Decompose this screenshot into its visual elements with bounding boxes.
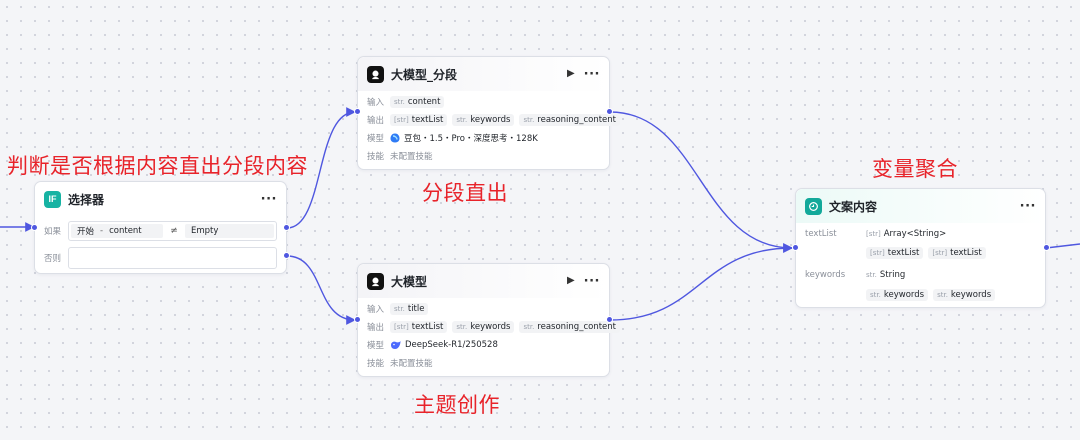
source-chip: str.keywords <box>866 288 929 301</box>
model-row: 模型 DeepSeek-R1/250528 <box>367 340 498 351</box>
output-chip: [str]textList <box>390 114 448 126</box>
output-row: 输出 [str]textList str.keywords str.reason… <box>367 318 620 336</box>
llm-segment-header[interactable]: 大模型_分段 ▶ ··· <box>358 57 609 91</box>
llm-node[interactable]: 大模型 ▶ ··· 输入 str.title 输出 [str]textList … <box>357 263 620 377</box>
input-chip: str.content <box>390 96 445 108</box>
selector-input-port[interactable] <box>31 224 38 231</box>
aggregator-header[interactable]: 文案内容 ··· <box>796 189 1045 223</box>
skill-row: 技能 未配置技能 <box>367 359 433 369</box>
group-sources-row: str.keywords str.keywords <box>805 285 1036 304</box>
llm-segment-input-port[interactable] <box>354 108 361 115</box>
output-chip: [str]textList <box>390 321 448 333</box>
segment-annotation: 分段直出 <box>422 181 508 205</box>
source-chip: str.keywords <box>933 288 996 301</box>
topic-annotation: 主题创作 <box>414 393 500 417</box>
model-row: 模型 豆包・1.5・Pro・深度思考・128K <box>367 133 538 144</box>
input-row: 输入 str.content <box>367 93 600 111</box>
else-label: 否则 <box>44 254 62 264</box>
deepseek-whale-icon <box>391 341 401 349</box>
more-options-icon[interactable]: ··· <box>583 66 600 82</box>
input-chip: str.title <box>390 303 429 315</box>
selector-annotation: 判断是否根据内容直出分段内容 <box>7 154 308 178</box>
doubao-icon <box>390 133 400 143</box>
node-title: 大模型_分段 <box>391 67 458 82</box>
selector-if-output-port[interactable] <box>283 224 290 231</box>
wire-outgoing <box>1045 243 1080 249</box>
wire-llm-to-aggregator <box>609 243 793 321</box>
llm-output-port[interactable] <box>606 316 613 323</box>
output-chip: str.reasoning_content <box>519 114 620 126</box>
output-row: 输出 [str]textList str.keywords str.reason… <box>367 111 620 129</box>
aggregate-icon <box>805 197 822 215</box>
selector-else-output-port[interactable] <box>283 252 290 259</box>
selector-node-header[interactable]: IF 选择器 ··· <box>35 182 286 216</box>
wire-else-to-llm <box>286 255 356 325</box>
aggregator-output-port[interactable] <box>1043 244 1050 251</box>
more-options-icon[interactable]: ··· <box>1019 198 1036 214</box>
if-label: 如果 <box>44 227 62 237</box>
condition-row[interactable]: 开始 - content ≠ Empty <box>68 221 277 241</box>
llm-icon <box>367 272 384 290</box>
node-title: 文案内容 <box>829 199 878 214</box>
run-icon[interactable]: ▶ <box>566 68 575 79</box>
source-chip: [str]textList <box>928 246 986 259</box>
group-result-chip: [str]Array<String> <box>866 228 947 239</box>
selector-node[interactable]: IF 选择器 ··· 如果 开始 - content ≠ Empty 否则 <box>34 181 287 274</box>
node-title: 选择器 <box>68 192 105 207</box>
if-icon: IF <box>44 190 61 208</box>
aggregate-annotation: 变量聚合 <box>872 157 958 181</box>
input-row: 输入 str.title <box>367 300 600 318</box>
group-row: textList [str]Array<String> <box>805 224 1036 243</box>
skill-row: 技能 未配置技能 <box>367 152 433 162</box>
llm-segment-node[interactable]: 大模型_分段 ▶ ··· 输入 str.content 输出 [str]text… <box>357 56 620 170</box>
not-equal-operator[interactable]: ≠ <box>170 226 178 236</box>
llm-header[interactable]: 大模型 ▶ ··· <box>358 264 609 298</box>
llm-input-port[interactable] <box>354 316 361 323</box>
condition-variable[interactable]: 开始 - content <box>71 224 163 238</box>
source-chip: [str]textList <box>866 246 924 259</box>
llm-icon <box>367 65 384 83</box>
llm-segment-output-port[interactable] <box>606 108 613 115</box>
wire-if-to-segment <box>286 107 356 229</box>
aggregator-node[interactable]: 文案内容 ··· textList [str]Array<String> [st… <box>795 188 1046 308</box>
output-chip: str.keywords <box>452 321 515 333</box>
more-options-icon[interactable]: ··· <box>583 273 600 289</box>
output-chip: str.reasoning_content <box>519 321 620 333</box>
output-chip: str.keywords <box>452 114 515 126</box>
else-branch-box[interactable] <box>68 247 277 269</box>
wire-segment-to-aggregator <box>609 111 793 253</box>
run-icon[interactable]: ▶ <box>566 275 575 286</box>
group-row: keywords str.String <box>805 264 1036 285</box>
node-title: 大模型 <box>391 274 428 289</box>
more-options-icon[interactable]: ··· <box>260 191 277 207</box>
condition-value[interactable]: Empty <box>185 224 274 238</box>
group-result-chip: str.String <box>866 269 906 280</box>
group-sources-row: [str]textList [str]textList <box>805 243 1036 262</box>
aggregator-input-port[interactable] <box>792 244 799 251</box>
